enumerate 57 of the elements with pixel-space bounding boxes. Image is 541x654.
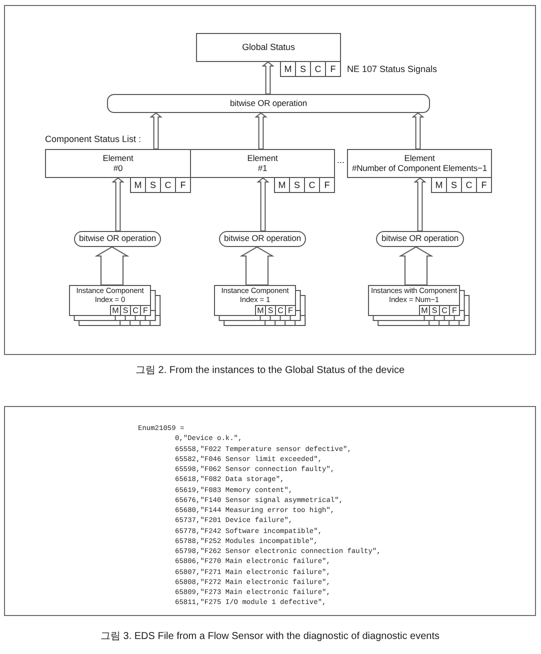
status-cell: F [449,305,460,316]
status-box [196,33,341,62]
status-cell: C [130,305,141,316]
operation-box [74,231,161,247]
element-box [347,149,492,178]
instance-card [69,285,151,316]
block-arrow [398,246,434,286]
status-label: Global Status [242,42,295,52]
status-cell: S [429,305,440,316]
instance-card [214,285,296,316]
element-box [45,149,191,178]
element-label: Element [247,154,278,164]
status-cell: M [255,305,266,316]
element-label: Element [404,154,435,164]
status-cell: M [280,61,296,77]
operation-box [219,231,306,247]
status-cell: C [275,305,286,316]
instance-card [368,285,460,316]
hollow-arrow [256,177,270,232]
status-cell: F [319,177,335,193]
status-cell: F [175,177,191,193]
element-box [190,149,335,178]
block-arrow [240,246,274,286]
status-cell: M [110,305,121,316]
status-cell: M [431,177,447,193]
status-cell: F [285,305,296,316]
operation-box [107,94,430,113]
hollow-arrow [150,112,162,150]
block-arrow [94,246,130,286]
status-cell: M [419,305,430,316]
element-label: Element [102,154,134,164]
hollow-arrow [414,177,426,232]
hollow-arrow [254,112,268,150]
element-label: #0 [113,164,123,173]
hollow-arrow [262,61,274,94]
ellipsis: ... [337,155,345,166]
status-cell: F [476,177,492,193]
figure-caption: 그림 2. From the instances to the Global Status of the device [135,365,405,377]
operation-label: bitwise OR operation [230,98,307,108]
status-cell: M [130,177,146,193]
list-heading: Component Status List : [45,134,142,145]
status-cell: S [120,305,131,316]
operation-label: bitwise OR operation [382,234,458,244]
status-cell: C [439,305,450,316]
operation-label: bitwise OR operation [79,234,156,244]
status-cell: F [140,305,151,316]
hollow-arrow [412,112,424,150]
operation-box [376,231,464,247]
status-cell: M [274,177,290,193]
figure-caption: 그림 3. EDS File from a Flow Sensor with the diagnostic of diagnostic events [100,631,440,643]
operation-label: bitwise OR operation [224,234,301,244]
signal-label: NE 107 Status Signals [347,64,438,75]
element-label: #1 [258,164,268,173]
element-label: #Number of Component Elements−1 [352,164,488,173]
status-cell: S [265,305,276,316]
status-cell: F [325,61,341,77]
hollow-arrow [112,177,124,232]
